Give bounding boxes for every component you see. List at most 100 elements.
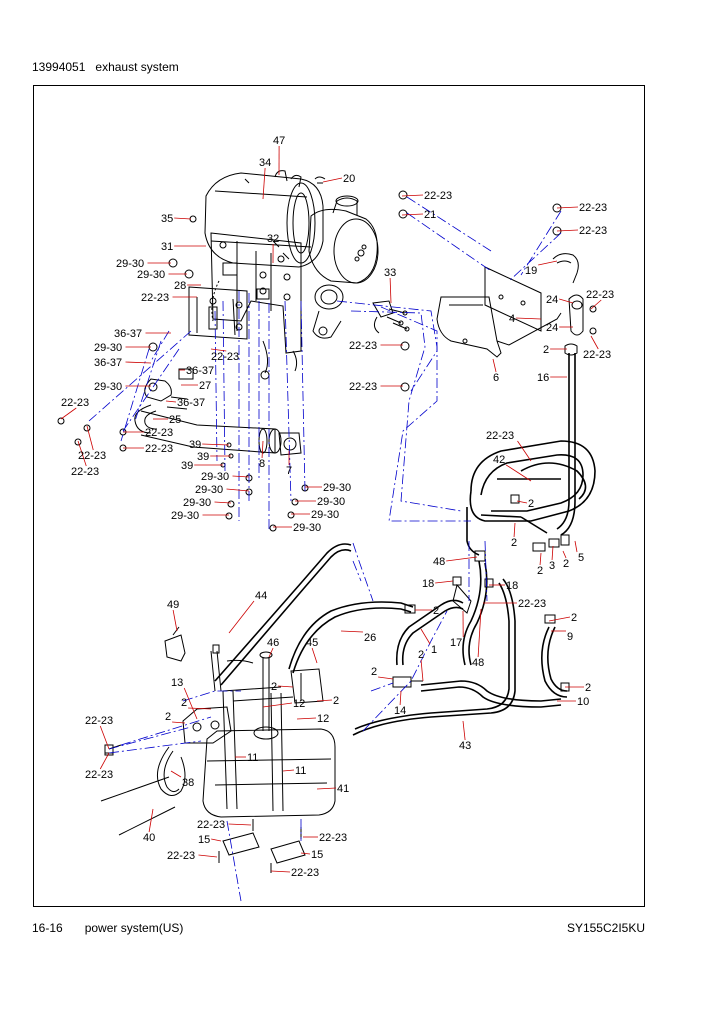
callout-label: 22-23 [424, 190, 452, 202]
callout-label: 22-23 [583, 349, 611, 361]
callout-label: 2 [537, 565, 543, 577]
callout-label: 4 [509, 313, 515, 325]
leader-line [505, 464, 532, 482]
leader-line [590, 299, 602, 310]
callout-label: 29-30 [311, 509, 339, 521]
callout-label: 7 [286, 465, 292, 477]
leader-line [125, 361, 152, 364]
support-bracket [436, 266, 562, 358]
leader-line [590, 335, 599, 350]
callout-label: 27 [199, 380, 211, 392]
callout-label: 22-23 [145, 427, 173, 439]
leader-line [198, 854, 218, 858]
callout-label: 25 [169, 414, 181, 426]
leader-line [389, 277, 392, 304]
leader-line [316, 699, 333, 702]
callout-label: 13 [171, 677, 183, 689]
leader-line [420, 659, 424, 682]
callout-label: 5 [578, 552, 584, 564]
callout-label: 17 [450, 637, 462, 649]
callout-label: 11 [295, 765, 306, 777]
hose-clip [552, 253, 584, 356]
leader-line [174, 217, 192, 220]
leader-line [538, 260, 558, 266]
leader-line [86, 425, 94, 451]
model-number: SY155C2I5KU [566, 921, 645, 935]
leader-line [268, 647, 274, 658]
callout-label: 15 [198, 834, 210, 846]
callout-label: 2 [433, 605, 439, 617]
callout-label: 36-37 [177, 397, 205, 409]
leader-line [316, 787, 337, 790]
callout-label: 2 [165, 711, 171, 723]
leader-line [202, 443, 230, 446]
leader-line [401, 213, 424, 216]
callout-label: 47 [273, 135, 285, 147]
leader-line [477, 608, 482, 658]
leader-line [228, 823, 252, 826]
callout-label: 12 [317, 713, 329, 725]
leader-line [340, 630, 364, 633]
callout-label: 22-23 [579, 202, 607, 214]
callout-label: 2 [181, 697, 187, 709]
callout-label: 40 [143, 832, 155, 844]
callout-label: 39 [181, 460, 193, 472]
callout-label: 41 [337, 783, 349, 795]
callout-label: 29-30 [201, 471, 229, 483]
callout-label: 22-23 [61, 397, 89, 409]
leader-line [99, 752, 110, 770]
callout-label: 39 [197, 451, 209, 463]
document-title: exhaust system [95, 60, 179, 74]
leader-line [559, 298, 574, 304]
callout-label: 2 [571, 612, 577, 624]
callout-label: 22-23 [71, 466, 99, 478]
leader-line [170, 770, 182, 778]
callout-label: 11 [247, 752, 258, 764]
callout-label: 12 [293, 698, 305, 710]
callout-label: 49 [167, 599, 179, 611]
leader-line [446, 556, 478, 562]
callout-label: 10 [577, 696, 589, 708]
callout-label: 22-23 [518, 598, 546, 610]
callout-label: 36-37 [114, 328, 142, 340]
leader-line [183, 687, 198, 720]
callout-label: 22-23 [141, 292, 169, 304]
callout-label: 36-37 [94, 357, 122, 369]
leader-line [435, 580, 454, 584]
callout-label: 16 [537, 372, 549, 384]
callout-label: 48 [433, 556, 445, 568]
leader-line [548, 616, 571, 622]
callout-label: 42 [493, 454, 505, 466]
callout-label: 22-23 [211, 351, 239, 363]
callout-label: 1 [431, 644, 437, 656]
callout-label: 46 [267, 637, 279, 649]
callout-label: 2 [371, 666, 377, 678]
callout-label: 24 [546, 294, 558, 306]
parts-drawing [57, 170, 597, 902]
callout-label: 22-23 [291, 867, 319, 879]
callout-label: 3 [549, 560, 555, 572]
leader-line [172, 721, 186, 724]
leader-line [539, 552, 542, 566]
callout-label: 8 [259, 458, 265, 470]
exploded-parts-diagram: 47342022-232122-2322-2335313229-3029-301… [57, 135, 614, 902]
section-name: power system(US) [84, 921, 184, 935]
leader-line [516, 500, 528, 504]
callout-label: 14 [394, 705, 406, 717]
leader-line [322, 177, 343, 183]
callout-label: 15 [311, 849, 323, 861]
leader-line [214, 501, 232, 504]
leader-line [211, 838, 222, 842]
callout-label: 9 [567, 631, 573, 643]
callout-label: 44 [255, 590, 267, 602]
leader-line [165, 400, 177, 403]
assembly-lines [88, 196, 562, 902]
callout-label: 45 [306, 637, 318, 649]
leader-line [551, 545, 554, 561]
leader-line [60, 407, 77, 420]
callout-label: 29-30 [195, 484, 223, 496]
leader-line [399, 690, 402, 706]
callout-label: 21 [424, 209, 436, 221]
